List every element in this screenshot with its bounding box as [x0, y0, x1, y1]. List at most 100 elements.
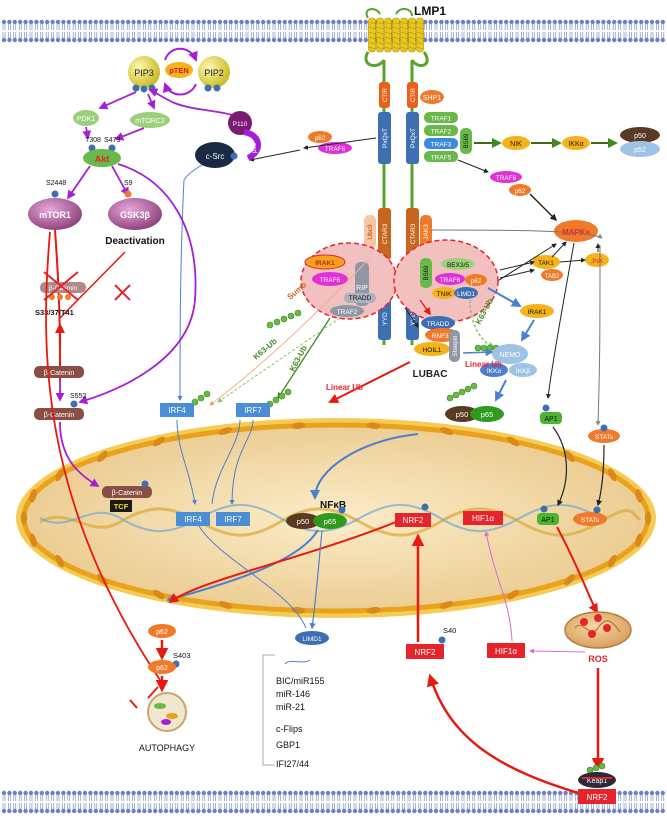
- nfkb-label: NFκB: [320, 500, 346, 511]
- ikka-top-label: IKKα: [568, 141, 583, 148]
- tnik-complex: BS69 BEX3/5 TRAF6 p62 TNIK LIMD1 TRADD: [393, 239, 499, 330]
- nrf2-nuc-label: NRF2: [403, 516, 424, 525]
- deactivation-label: Deactivation: [105, 236, 164, 247]
- pdk1-label: PDK1: [77, 116, 95, 123]
- autophagy-label: AUTOPHAGY: [139, 743, 195, 753]
- catenin-2-label: β-Catenin: [44, 412, 75, 419]
- tradd-right-label: TRADD: [427, 321, 450, 328]
- s403-label: S403: [173, 651, 191, 660]
- p62-right-label: p62: [471, 278, 482, 285]
- ap1-cyto-label: AP1: [544, 416, 557, 423]
- plasma-membrane-top: [1, 19, 665, 43]
- hif1a-nuc-label: HIF1α: [472, 514, 494, 523]
- jak3-label: JAK3: [423, 224, 430, 240]
- traf6-mid-label: TRAF6: [496, 175, 517, 182]
- pxqxt-left: PxQxT: [382, 128, 389, 148]
- pten-label: pTEN: [169, 66, 189, 75]
- t308-label: T308: [85, 137, 101, 144]
- tnik-label: TNIK: [437, 291, 452, 298]
- catenin-1-label: β-Catenin: [44, 370, 75, 377]
- plasma-membrane-bottom: [1, 790, 665, 814]
- traf6-left-label: TRAF6: [320, 277, 341, 284]
- nrf2-ros-branch: S40 NRF2 HIF1α ROS Keap1 NRF2: [406, 531, 632, 804]
- pip3-label: PIP3: [134, 68, 154, 78]
- s473-label: S473: [104, 137, 120, 144]
- rnf31-label: RNF31: [432, 333, 453, 340]
- ikkb-label: IKKβ: [516, 368, 530, 375]
- p52-top-label: p52: [634, 147, 646, 154]
- catenin-nuc-label: β-Catenin: [112, 490, 143, 497]
- stats-cyto-label: STATs: [595, 434, 614, 441]
- pip2-label: PIP2: [204, 68, 224, 78]
- limd1-right-label: LIMD1: [457, 292, 475, 298]
- irf7-cyto-label: IRF7: [244, 406, 262, 415]
- p50-top-label: p50: [634, 133, 646, 140]
- csrc-label: c-Src: [206, 152, 225, 161]
- target-0: BIC/miR155: [276, 676, 325, 686]
- nik-label: NIK: [510, 141, 522, 148]
- bs69-right-label: BS69: [424, 265, 430, 280]
- s40-label: S40: [443, 626, 456, 635]
- mtorc2-label: mTORC2: [135, 118, 165, 125]
- irf4-nuc-label: IRF4: [184, 515, 202, 524]
- irak1-right-label: IRAK1: [528, 309, 547, 316]
- p85-label: p85: [252, 142, 258, 153]
- bs69-top-label: BS69: [464, 133, 470, 148]
- p110-label: P110: [233, 121, 248, 128]
- target-1: miR-146: [276, 689, 310, 699]
- traf2-label: TRAF2: [431, 129, 452, 136]
- p50-nuc-label: p50: [297, 517, 310, 526]
- ap1-stats-cyto: AP1 STATs: [540, 404, 620, 507]
- irf4-cyto-label: IRF4: [168, 406, 186, 415]
- ctar3-right: CTAR3: [410, 223, 417, 244]
- ctir-left-box: [379, 82, 390, 108]
- linear-ub-right-label: Linear Ub: [465, 360, 502, 369]
- autophagy-branch: p62 S403 p62 AUTOPHAGY LIMD1 BIC/miR155 …: [129, 624, 329, 769]
- pxqxt-left-box: [378, 112, 391, 164]
- ctar-partners: SHP1 JAK3 Ubc9: [364, 90, 444, 249]
- traf6-top-label: TRAF6: [325, 146, 346, 153]
- nrf2-bottom-a-label: NRF2: [415, 648, 436, 657]
- ctir-right-box: [407, 82, 418, 108]
- yyd-right: YYD: [410, 312, 417, 326]
- sharpin-label: Sharpin: [453, 336, 459, 357]
- akt-label: Akt: [95, 154, 110, 164]
- ctir-right: CTIR: [411, 87, 417, 102]
- mapk-branch: TRAF6 p62 MAPKs TAK1 TAB2 JNK: [431, 159, 609, 426]
- hoil1-label: HOIL1: [423, 347, 442, 354]
- downstream-arrows: [166, 433, 599, 630]
- pi3k-akt-pathway: PIP3 PIP2 pTEN PDK1 mTORC2 T308 S473 Akt…: [28, 47, 261, 405]
- mtor1-label: mTOR1: [39, 210, 71, 220]
- nemo-complex: IRAK1 K63-Ub NEMO IKKα IKKβ RNF31 HOIL1 …: [326, 287, 554, 422]
- jnk-label: JNK: [591, 258, 604, 265]
- target-5: IFI27/44: [276, 759, 309, 769]
- linear-ub-left-label: Linear Ub: [326, 383, 363, 392]
- pxqxt-right: PxQxT: [410, 128, 417, 148]
- yyd-left: YYD: [382, 312, 389, 326]
- rip-label: RIP: [356, 285, 368, 292]
- lmp1-title: LMP1: [414, 4, 446, 18]
- ubc9-label: Ubc9: [367, 224, 374, 240]
- traf6-right-label: TRAF6: [440, 277, 461, 284]
- pxqxt-right-box: [406, 112, 419, 164]
- nucleus-factors: IRF4 IRF7 NFκB p50 p65 NRF2 HIF1α AP1 ST…: [176, 500, 607, 529]
- site-label: S33/37/T41: [35, 308, 74, 317]
- keap1-label: Keap1: [587, 778, 607, 785]
- p62-top-label: p62: [315, 135, 326, 142]
- p65-nuc-label: p65: [324, 517, 337, 526]
- p62-bottom-a-label: p62: [156, 629, 168, 636]
- gsk3b-label: GSK3β: [120, 210, 151, 220]
- shp1-label: SHP1: [423, 95, 441, 102]
- nrf2-bottom-b-label: NRF2: [587, 793, 608, 802]
- s9-label: S9: [124, 180, 133, 187]
- stats-nuc-label: STATs: [581, 517, 600, 524]
- ikka-mid-label: IKKα: [487, 368, 501, 375]
- ctir-left: CTIR: [383, 87, 389, 102]
- nemo-label: NEMO: [500, 352, 522, 359]
- traf3-label: TRAF3: [431, 142, 452, 149]
- tcf-label: TCF: [114, 502, 129, 511]
- traf5-label: TRAF5: [431, 155, 452, 162]
- p62-mid-label: p62: [515, 188, 526, 195]
- p65-cyto-label: p65: [481, 410, 494, 419]
- k63-left-b-label: K63-Ub: [288, 344, 309, 373]
